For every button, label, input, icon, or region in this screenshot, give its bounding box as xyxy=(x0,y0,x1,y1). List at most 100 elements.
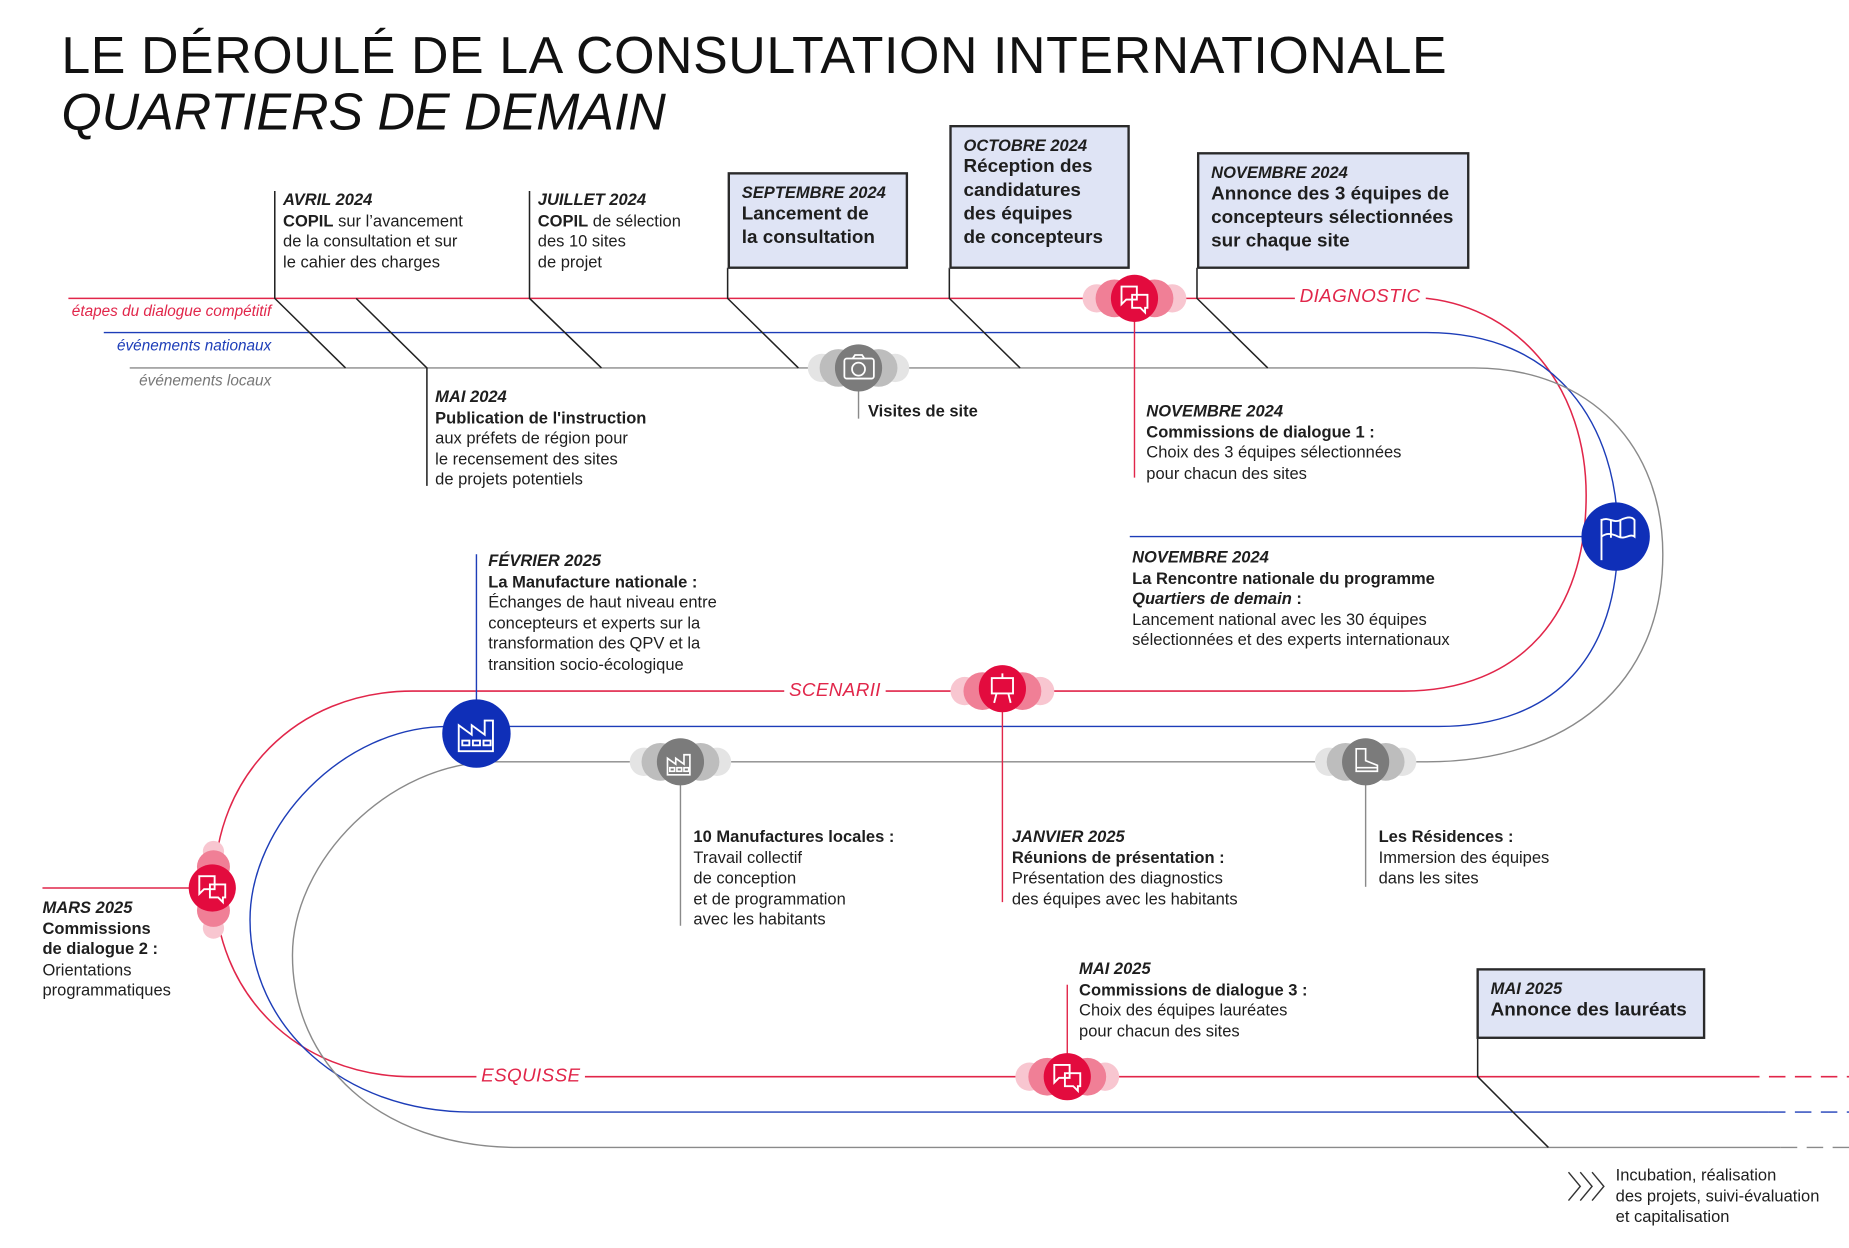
legend-local: événements locaux xyxy=(139,371,272,390)
milestone-title: candidatures xyxy=(963,180,1081,201)
event-title: Commissions de dialogue 3 : xyxy=(1079,979,1308,999)
event-text: de sélection xyxy=(588,210,681,230)
milestone-title: Réception des xyxy=(963,156,1093,177)
milestone-octobre-2024: OCTOBRE 2024 Réception des candidatures … xyxy=(949,125,1130,269)
event-title: La Manufacture nationale : xyxy=(488,571,698,591)
event-text: des équipes avec les habitants xyxy=(1011,888,1238,908)
event-title: : xyxy=(1291,588,1302,608)
event-title: Quartiers de demain xyxy=(1132,588,1292,608)
event-fevrier-2025: FÉVRIER 2025 La Manufacture nationale : … xyxy=(488,551,717,675)
event-text: sélectionnées et des experts internation… xyxy=(1132,629,1450,649)
event-title: Les Résidences : xyxy=(1378,826,1514,846)
event-text: Orientations xyxy=(42,959,132,979)
milestone-title: Annonce des 3 équipes de xyxy=(1211,183,1450,205)
local-track xyxy=(129,367,1781,1149)
event-title: de dialogue 2 : xyxy=(42,938,159,958)
event-title: COPIL xyxy=(537,210,589,230)
event-text: Présentation des diagnostics xyxy=(1011,867,1223,887)
event-commissions-3: MAI 2025 Commissions de dialogue 3 : Cho… xyxy=(1079,959,1307,1042)
event-text: des 10 sites xyxy=(537,231,626,251)
event-text: Travail collectif xyxy=(693,847,802,867)
milestone-mai-2025: MAI 2025 Annonce des lauréats xyxy=(1476,968,1706,1039)
event-text: sur l’avancement xyxy=(333,210,463,230)
event-text: Incubation, réalisation xyxy=(1615,1165,1777,1185)
milestone-novembre-2024: NOVEMBRE 2024 Annonce des 3 équipes de c… xyxy=(1196,152,1470,269)
dialogue-3-marker[interactable] xyxy=(1015,1053,1120,1101)
event-title: 10 Manufactures locales : xyxy=(693,826,895,846)
event-text: des projets, suivi-évaluation xyxy=(1615,1185,1820,1205)
rencontre-marker[interactable] xyxy=(1581,502,1650,571)
event-date: FÉVRIER 2025 xyxy=(488,550,602,570)
page-title: LE DÉROULÉ DE LA CONSULTATION INTERNATIO… xyxy=(61,27,1448,85)
phase-scenarii: SCENARII xyxy=(784,680,886,702)
event-text: et de programmation xyxy=(693,888,846,908)
event-text: Échanges de haut niveau entre xyxy=(488,592,717,611)
dialogue-track xyxy=(68,297,1744,1078)
event-text: de projets potentiels xyxy=(435,469,583,489)
factory-icon xyxy=(457,719,494,753)
event-avril-2024: AVRIL 2024 COPIL sur l’avancement de la … xyxy=(283,190,463,273)
event-text: avec les habitants xyxy=(693,909,826,929)
milestone-date: MAI 2025 xyxy=(1490,978,1563,998)
page-subtitle: QUARTIERS DE DEMAIN xyxy=(61,83,666,142)
camera-icon xyxy=(843,354,875,380)
event-title: Visites de site xyxy=(867,400,978,420)
event-date: NOVEMBRE 2024 xyxy=(1146,400,1284,420)
event-juillet-2024: JUILLET 2024 COPIL de sélection des 10 s… xyxy=(538,190,681,273)
event-date: JUILLET 2024 xyxy=(537,189,647,209)
presentation-marker[interactable] xyxy=(950,665,1055,713)
event-title: COPIL xyxy=(283,210,334,230)
event-text: pour chacun des sites xyxy=(1079,1020,1240,1040)
visites-marker[interactable] xyxy=(807,344,910,392)
milestone-date: NOVEMBRE 2024 xyxy=(1211,162,1348,182)
dialogue-leaders xyxy=(42,298,1136,1077)
event-residences: Les Résidences : Immersion des équipes d… xyxy=(1379,827,1550,889)
event-date: JANVIER 2025 xyxy=(1011,826,1125,846)
event-text: de la consultation et sur xyxy=(283,231,458,251)
speech-bubbles-icon xyxy=(1053,1063,1082,1094)
event-text: de projet xyxy=(537,251,603,271)
event-date: AVRIL 2024 xyxy=(283,189,373,209)
dialogue-1-marker[interactable] xyxy=(1082,274,1187,322)
legend-dialogue: étapes du dialogue compétitif xyxy=(71,301,272,320)
event-text: programmatiques xyxy=(42,979,171,999)
speech-bubbles-icon xyxy=(198,875,227,905)
event-date: MAI 2025 xyxy=(1079,958,1151,978)
event-title: Publication de l'instruction xyxy=(435,407,647,427)
event-title: Commissions xyxy=(42,918,151,937)
event-commissions-1: NOVEMBRE 2024 Commissions de dialogue 1 … xyxy=(1146,401,1401,484)
milestone-date: SEPTEMBRE 2024 xyxy=(741,182,886,202)
event-text: Immersion des équipes xyxy=(1378,847,1550,867)
event-date: MAI 2024 xyxy=(435,386,507,406)
dialogue-2-marker[interactable] xyxy=(188,840,236,939)
event-text: transition socio-écologique xyxy=(488,653,684,673)
event-text: pour chacun des sites xyxy=(1146,462,1307,482)
event-text: transformation des QPV et la xyxy=(488,633,701,653)
residences-marker[interactable] xyxy=(1314,738,1417,786)
event-janvier-2025: JANVIER 2025 Réunions de présentation : … xyxy=(1012,827,1238,910)
event-text: concepteurs et experts sur la xyxy=(488,612,701,632)
manufactures-locales-marker[interactable] xyxy=(629,738,732,786)
event-text: Lancement national avec les 30 équipes xyxy=(1132,609,1427,628)
manufacture-nationale-marker[interactable] xyxy=(442,699,511,768)
milestone-title: la consultation xyxy=(741,227,875,248)
presentation-board-icon xyxy=(990,673,1014,704)
event-title: La Rencontre nationale du programme xyxy=(1132,567,1435,587)
milestone-title: Lancement de xyxy=(741,204,869,225)
factory-icon xyxy=(666,753,691,776)
phase-esquisse: ESQUISSE xyxy=(476,1066,586,1088)
flag-icon xyxy=(1600,516,1636,561)
milestone-septembre-2024: SEPTEMBRE 2024 Lancement de la consultat… xyxy=(727,172,909,269)
event-date: MARS 2025 xyxy=(42,897,133,917)
milestone-title: Annonce des lauréats xyxy=(1490,1000,1687,1021)
milestone-title: des équipes xyxy=(963,204,1073,225)
event-text: et capitalisation xyxy=(1615,1206,1730,1226)
event-text: Choix des équipes lauréates xyxy=(1079,1000,1288,1019)
event-text: aux préfets de région pour xyxy=(435,428,628,447)
event-mai-2024: MAI 2024 Publication de l'instruction au… xyxy=(435,387,646,490)
event-title: Réunions de présentation : xyxy=(1011,847,1225,867)
event-text: le cahier des charges xyxy=(283,251,440,271)
event-date: NOVEMBRE 2024 xyxy=(1132,547,1269,567)
